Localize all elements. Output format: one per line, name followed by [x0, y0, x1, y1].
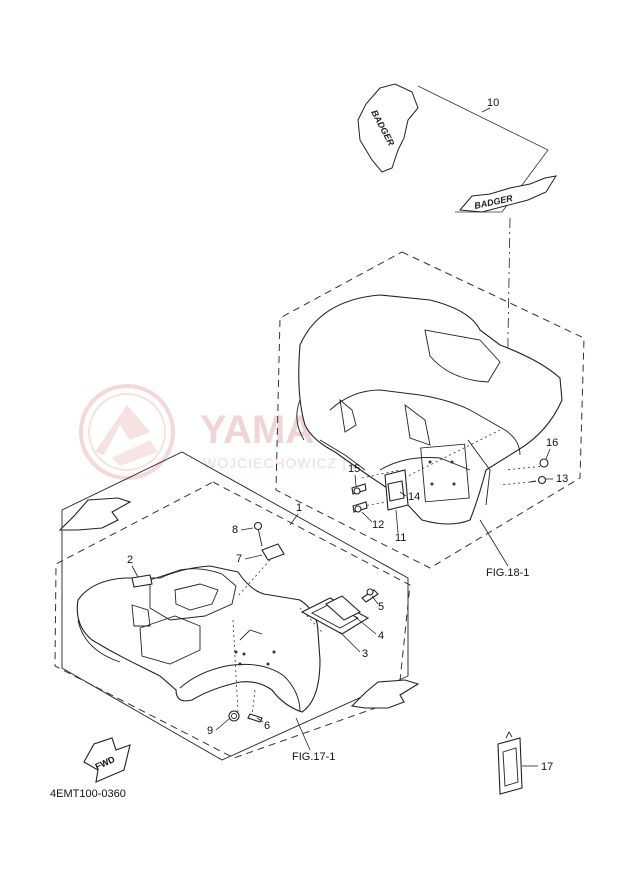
callout-13: 13: [556, 473, 568, 485]
front-fender: [76, 559, 323, 717]
callout-8: 8: [232, 524, 238, 536]
decal-right: [458, 175, 558, 213]
plate-4: [325, 595, 361, 621]
tag-17: 17: [497, 731, 553, 795]
front-group-boundary: [54, 481, 411, 759]
fwd-arrow-icon: FWD: [83, 737, 131, 783]
callout-3: 3: [362, 648, 368, 660]
callout-12: 12: [372, 519, 384, 531]
plate-7: [261, 543, 285, 561]
rear-fender: [296, 294, 563, 525]
callout-6: 6: [264, 720, 270, 732]
callout-10: 10: [487, 97, 499, 109]
figref-front: FIG.17-1: [292, 751, 335, 763]
reflector-14: [387, 480, 405, 502]
callout-11: 11: [395, 532, 406, 544]
callout-14: 14: [408, 491, 420, 503]
front-hardware: [131, 521, 379, 723]
callout-1: 1: [296, 502, 302, 514]
decal-set-10: BADGER BADGER 10: [357, 83, 558, 401]
front-group-outline: [61, 451, 409, 761]
figref-rear: FIG.18-1: [486, 567, 529, 579]
callout-17: 17: [541, 761, 553, 773]
callout-7: 7: [236, 553, 242, 565]
diagram-code: 4EMT100-0360: [50, 788, 126, 800]
gasket-3: [300, 597, 370, 635]
callout-15: 15: [348, 463, 360, 475]
rear-group-boundary: [275, 251, 585, 569]
callout-16: 16: [546, 437, 558, 449]
watermark-logo-icon: [79, 384, 175, 480]
decal-sheets: [58, 497, 420, 709]
callout-9: 9: [207, 725, 213, 737]
callout-4: 4: [378, 630, 384, 642]
callout-2: 2: [127, 554, 133, 566]
front-callouts: 1 8 7 2 5 4 3 9 6 FIG.17-1: [127, 502, 384, 763]
decal-2: [131, 574, 153, 588]
rear-hardware: [351, 458, 549, 513]
rear-callouts: 16 13 15 14 12 11 FIG.18-1: [348, 437, 568, 579]
callout-5: 5: [378, 601, 384, 613]
decal-left: [357, 83, 419, 173]
